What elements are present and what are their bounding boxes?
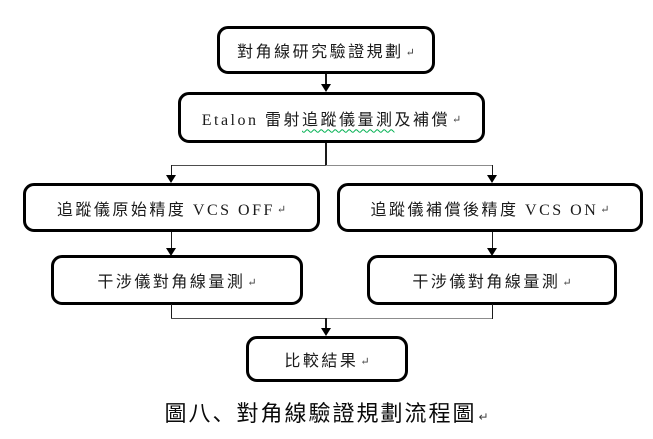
paragraph-return-mark: ↵ bbox=[405, 46, 415, 59]
node-label: 追蹤儀補償後精度 VCS ON bbox=[370, 201, 599, 219]
connector-branch-right bbox=[326, 165, 492, 166]
node-label-suffix: 及補償 bbox=[394, 111, 451, 129]
paragraph-return-mark: ↵ bbox=[247, 276, 257, 289]
node-label-spellchecked: 追蹤儀量測 bbox=[302, 111, 395, 129]
connector-merge-to-compare bbox=[325, 318, 327, 329]
figure-caption-text: 圖八、對角線驗證規劃流程圖 bbox=[164, 402, 477, 427]
arrow-down-icon bbox=[166, 248, 176, 256]
arrow-down-icon bbox=[166, 175, 176, 183]
connector-drop-left bbox=[171, 165, 172, 176]
node-tracker-compensated-accuracy-vcs-on: 追蹤儀補償後精度 VCS ON↵ bbox=[337, 183, 643, 232]
arrow-down-icon bbox=[321, 84, 331, 92]
node-label: 追蹤儀原始精度 VCS OFF bbox=[56, 201, 275, 219]
connector-etalon-stem bbox=[325, 143, 327, 166]
node-label: 干涉儀對角線量測 bbox=[412, 274, 561, 291]
connector-merge-bar-right bbox=[326, 318, 492, 319]
arrow-down-icon bbox=[321, 328, 331, 336]
connector-merge-left bbox=[171, 304, 172, 319]
node-compare-results: 比較結果↵ bbox=[246, 336, 408, 382]
paragraph-return-mark: ↵ bbox=[360, 355, 370, 368]
paragraph-return-mark: ↵ bbox=[600, 204, 610, 216]
node-tracker-original-accuracy-vcs-off: 追蹤儀原始精度 VCS OFF↵ bbox=[23, 183, 320, 232]
connector-plan-to-etalon bbox=[325, 74, 327, 86]
paragraph-return-mark: ↵ bbox=[276, 204, 287, 216]
connector-vcson-to-interferometer bbox=[492, 232, 493, 249]
node-label: 對角線研究驗證規劃 bbox=[237, 44, 404, 61]
arrow-down-icon bbox=[487, 248, 497, 256]
node-etalon-laser-tracker: Etalon 雷射追蹤儀量測及補償↵ bbox=[178, 92, 485, 143]
connector-merge-right bbox=[492, 304, 493, 319]
arrow-down-icon bbox=[487, 175, 497, 183]
paragraph-return-mark: ↵ bbox=[452, 114, 462, 126]
connector-branch-left bbox=[171, 165, 326, 166]
paragraph-return-mark: ↵ bbox=[562, 276, 572, 289]
connector-vcsoff-to-interferometer bbox=[171, 232, 172, 249]
connector-merge-bar-left bbox=[171, 318, 326, 319]
node-interferometer-diagonal-measure-right: 干涉儀對角線量測↵ bbox=[367, 255, 617, 305]
node-diagonal-research-plan: 對角線研究驗證規劃↵ bbox=[217, 26, 435, 74]
connector-drop-right bbox=[492, 165, 493, 176]
figure-caption: 圖八、對角線驗證規劃流程圖↵ bbox=[0, 396, 653, 428]
node-label: 比較結果 bbox=[284, 353, 359, 370]
node-interferometer-diagonal-measure-left: 干涉儀對角線量測↵ bbox=[51, 255, 303, 305]
node-label: 干涉儀對角線量測 bbox=[97, 274, 246, 291]
node-label-prefix: Etalon 雷射 bbox=[201, 111, 303, 129]
paragraph-return-mark: ↵ bbox=[478, 410, 489, 424]
